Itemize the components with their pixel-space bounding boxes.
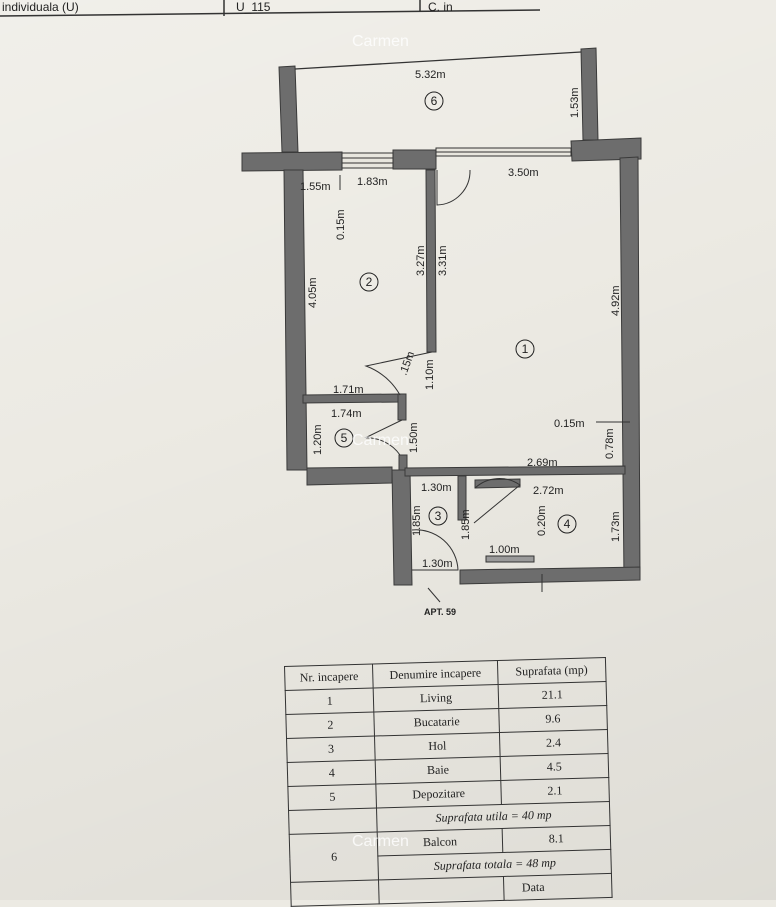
dim-kitchen-top-a: 1.55m — [300, 181, 331, 193]
dim-wall-015-a: 0.15m — [335, 209, 347, 240]
room-marker-2 — [359, 272, 379, 292]
dim-living-top: 3.50m — [508, 167, 539, 179]
room-area-table: Nr. incapere Denumire incapere Suprafata… — [284, 657, 613, 907]
dim-kitchen-bottom: 1.71m — [333, 384, 364, 396]
room-markers — [334, 91, 577, 534]
dim-hall-left: 1.85m — [411, 505, 423, 536]
balcony-area: 8.1 — [501, 825, 611, 853]
watermark-middle: Carmen — [352, 432, 409, 449]
walls — [241, 47, 642, 586]
dimension-labels: 5.32m 1.53m 1.55m 1.83m 3.50m 0.15m 4.05… — [300, 69, 622, 617]
dim-balcony-width: 5.32m — [415, 69, 446, 81]
dim-hall-right: 1.85m — [460, 509, 472, 540]
row-area: 21.1 — [497, 681, 607, 709]
row-nr: 5 — [287, 783, 377, 811]
dim-bath-right: 1.73m — [610, 511, 622, 542]
dim-bath-top: 2.72m — [533, 485, 564, 497]
row-nr: 1 — [285, 688, 375, 715]
dim-bath-side: 0.78m — [604, 428, 616, 459]
dim-kitchen-top-b: 1.83m — [357, 176, 388, 188]
dim-bath-bottom: 1.00m — [489, 544, 520, 556]
row-name: Living — [373, 684, 499, 712]
row-nr: 3 — [286, 735, 376, 763]
room-number-1: 1 — [522, 342, 529, 356]
dim-living-bottom: 2.69m — [527, 457, 558, 469]
dim-balcony-depth: 1.53m — [569, 87, 581, 118]
header-right: C. in — [428, 0, 453, 14]
dim-storage-top: 1.74m — [331, 408, 362, 420]
row-area: 9.6 — [498, 705, 608, 733]
row-name: Hol — [374, 732, 500, 760]
dim-bath-door: 0.20m — [536, 505, 548, 536]
dim-living-right: 4.92m — [610, 285, 622, 316]
openings — [294, 51, 630, 603]
apt-label: APT. 59 — [424, 607, 456, 617]
room-numbers: 6 2 1 5 3 4 — [341, 94, 571, 531]
room-marker-6 — [424, 91, 444, 111]
watermark-bottom: Carmen — [352, 833, 409, 850]
watermark-top: Carmen — [352, 33, 409, 50]
dim-hall-top: 1.30m — [421, 482, 452, 494]
header-area: Suprafata (mp) — [497, 657, 607, 685]
dim-kitchen-left: 4.05m — [307, 277, 319, 308]
dim-storage-right: 1.50m — [408, 422, 420, 453]
row-name: Baie — [375, 756, 501, 784]
dim-storage-left: 1.20m — [312, 424, 324, 455]
floor-plan: 6 2 1 5 3 4 5.32m 1.53m 1.55m 1.83m 3.50… — [241, 47, 642, 617]
room-number-4: 4 — [564, 517, 571, 531]
room-marker-5 — [334, 428, 354, 448]
row-area: 4.5 — [499, 753, 609, 781]
room-number-6: 6 — [431, 94, 438, 108]
footer-date-label: Data — [503, 873, 613, 901]
dim-kitchen-right: 3.27m — [415, 245, 427, 276]
dim-door-015: .15m — [398, 350, 418, 377]
row-area: 2.4 — [499, 729, 609, 757]
room-marker-3 — [428, 506, 448, 526]
header-name: Denumire incapere — [372, 660, 498, 689]
room-number-2: 2 — [366, 275, 373, 289]
header-code: U_115 — [236, 0, 271, 14]
room-marker-1 — [515, 339, 535, 359]
room-number-5: 5 — [341, 431, 348, 445]
room-number-3: 3 — [435, 509, 442, 523]
dim-door-110: 1.10m — [424, 359, 436, 390]
header-nr: Nr. incapere — [284, 664, 374, 691]
row-nr: 4 — [287, 759, 377, 787]
row-area: 2.1 — [500, 777, 610, 805]
title-block-strip: individuala (U) U_115 C. in — [0, 0, 776, 18]
dim-living-left: 3.31m — [437, 245, 449, 276]
room-marker-4 — [557, 514, 577, 534]
dim-wall-015-b: 0.15m — [554, 418, 585, 430]
title-block-lines — [0, 0, 541, 17]
header-label: individuala (U) — [2, 0, 79, 14]
row-name: Bucatarie — [374, 708, 500, 736]
dim-hall-bottom: 1.30m — [422, 558, 453, 570]
row-nr: 2 — [285, 711, 375, 739]
row-name: Depozitare — [376, 780, 502, 808]
